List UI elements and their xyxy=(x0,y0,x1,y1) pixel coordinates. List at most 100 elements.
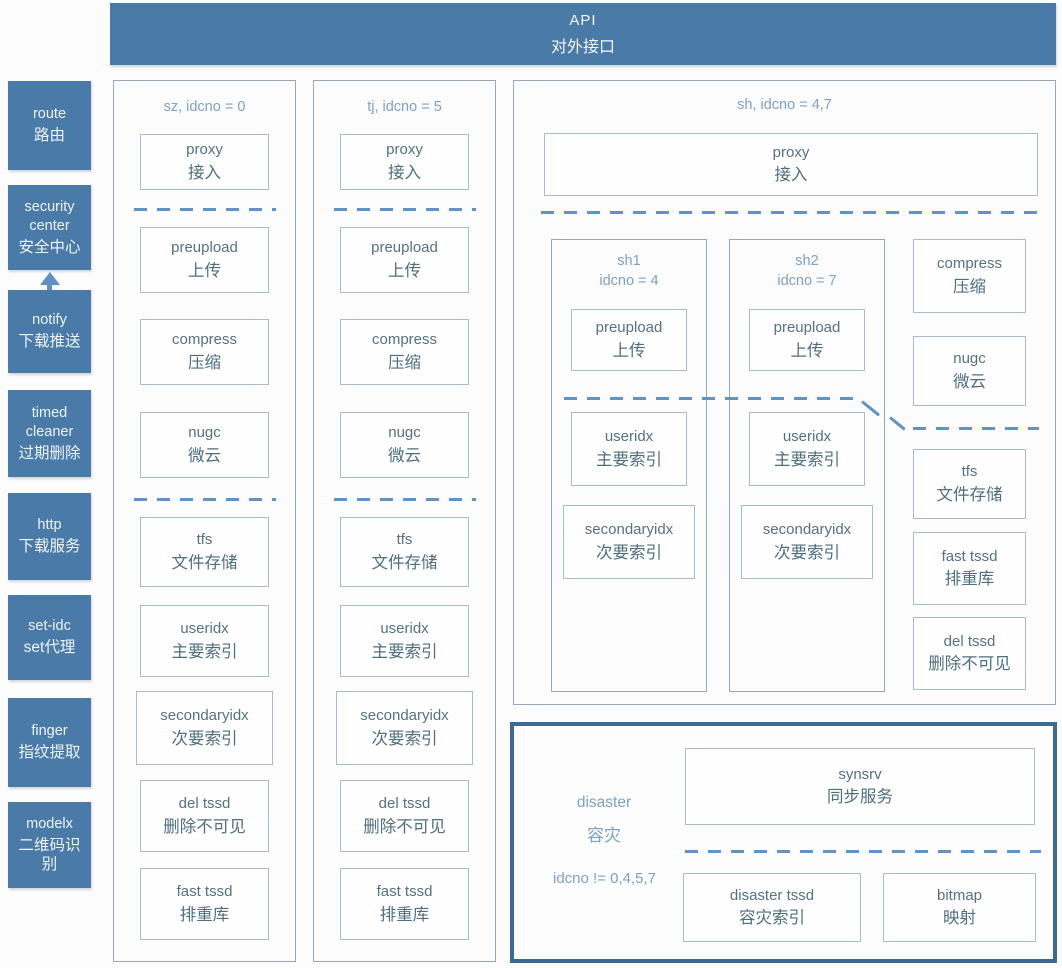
node-del-tssd: del tssd 删除不可见 xyxy=(913,617,1026,690)
node-label-en: compress xyxy=(936,255,1003,273)
node-label-zh: 文件存储 xyxy=(936,485,1003,504)
node-label-en: secondaryidx xyxy=(360,707,449,725)
node-label-zh: 主要索引 xyxy=(596,450,662,469)
sidebar-item-set-idc: set-idc set代理 xyxy=(8,595,91,680)
region-sh: sh, idcno = 4,7 proxy 接入 sh1 idcno = 4 p… xyxy=(513,80,1056,705)
node-label-en: fast tssd xyxy=(176,883,233,901)
node-label-en: tfs xyxy=(196,531,213,549)
column-tj-label: tj, idcno = 5 xyxy=(367,99,442,115)
sidebar-item-finger: finger 指纹提取 xyxy=(8,698,91,787)
node-label-zh: 同步服务 xyxy=(827,788,893,807)
node-label-en: synsrv xyxy=(838,765,882,783)
node-label-zh: 次要索引 xyxy=(596,543,662,562)
node-label-en: del tssd xyxy=(378,795,431,813)
node-label-en: preupload xyxy=(171,239,238,257)
node-label-en: compress xyxy=(371,331,438,349)
dashed-divider xyxy=(133,498,276,501)
node-useridx: useridx 主要索引 xyxy=(340,605,469,677)
arrow-up-stem xyxy=(47,284,52,290)
sidebar-label-en: modelx xyxy=(26,816,73,833)
group-sh1: sh1 idcno = 4 preupload 上传 useridx 主要索引 … xyxy=(551,239,707,692)
dashed-divider xyxy=(133,208,276,211)
node-label-en: secondaryidx xyxy=(160,707,249,725)
node-proxy: proxy 接入 xyxy=(340,134,469,190)
node-label-zh: 容灾索引 xyxy=(739,909,805,928)
node-label-zh: 压缩 xyxy=(188,353,221,372)
node-compress: compress 压缩 xyxy=(340,319,469,385)
node-label-en: nugc xyxy=(188,424,221,442)
node-nugc: nugc 微云 xyxy=(140,412,269,478)
node-fast-tssd: fast tssd 排重库 xyxy=(340,868,469,940)
dashed-divider xyxy=(333,208,476,211)
node-label-zh: 删除不可见 xyxy=(163,817,246,836)
region-disaster: disaster 容灾 idcno != 0,4,5,7 synsrv 同步服务… xyxy=(510,722,1057,963)
node-disaster-tssd: disaster tssd 容灾索引 xyxy=(683,873,861,942)
group-sh1-idc: idcno = 4 xyxy=(599,273,659,289)
sidebar-label-en: security center xyxy=(24,198,75,234)
node-label-zh: 接入 xyxy=(188,163,221,182)
group-sh2-name: sh2 xyxy=(795,253,819,269)
node-label-zh: 微云 xyxy=(188,446,221,465)
node-label-en: proxy xyxy=(386,141,423,159)
sidebar-label-zh: set代理 xyxy=(23,639,76,657)
node-label-zh: 接入 xyxy=(774,166,808,185)
node-proxy: proxy 接入 xyxy=(140,134,269,190)
node-label-zh: 删除不可见 xyxy=(928,655,1011,674)
node-label-zh: 上传 xyxy=(790,341,824,360)
node-label-en: fast tssd xyxy=(941,547,998,565)
api-title-zh: 对外接口 xyxy=(550,38,615,56)
sidebar-label-en: notify xyxy=(32,312,67,329)
node-label-zh: 排重库 xyxy=(944,570,995,589)
node-useridx: useridx 主要索引 xyxy=(571,412,687,486)
sidebar-item-security-center: security center 安全中心 xyxy=(8,185,91,270)
region-sh-label: sh, idcno = 4,7 xyxy=(737,97,832,113)
sidebar-item-timed-cleaner: timed cleaner 过期删除 xyxy=(8,390,91,477)
node-label-en: tfs xyxy=(396,531,413,549)
node-preupload: preupload 上传 xyxy=(140,227,269,293)
node-label-zh: 次要索引 xyxy=(371,729,438,748)
sidebar-label-zh: 指纹提取 xyxy=(18,744,81,762)
node-label-zh: 次要索引 xyxy=(774,543,840,562)
node-tfs: tfs 文件存储 xyxy=(913,449,1026,519)
sidebar-label-zh: 过期删除 xyxy=(18,444,81,462)
sidebar-item-modelx: modelx 二维码识别 xyxy=(8,802,91,888)
sidebar-label-zh: 二维码识别 xyxy=(18,837,81,874)
group-sh1-name: sh1 xyxy=(617,253,641,269)
sidebar-label-en: finger xyxy=(31,723,68,740)
node-synsrv: synsrv 同步服务 xyxy=(685,748,1035,825)
node-label-zh: 排重库 xyxy=(179,905,230,924)
node-label-en: compress xyxy=(171,331,238,349)
dashed-divider xyxy=(541,211,1041,214)
node-label-en: useridx xyxy=(380,620,429,638)
arrow-up-icon xyxy=(40,272,60,285)
node-label-en: useridx xyxy=(782,428,832,446)
dashed-connector-bend xyxy=(889,416,906,431)
node-label-zh: 微云 xyxy=(953,372,986,391)
sidebar-label-en: set-idc xyxy=(28,618,71,635)
node-preupload: preupload 上传 xyxy=(340,227,469,293)
node-label-en: disaster tssd xyxy=(729,886,815,904)
group-sh2-idc: idcno = 7 xyxy=(777,273,837,289)
node-label-zh: 压缩 xyxy=(388,353,421,372)
node-label-zh: 上传 xyxy=(612,341,646,360)
node-label-en: tfs xyxy=(961,463,978,481)
node-label-en: fast tssd xyxy=(376,883,433,901)
node-label-en: preupload xyxy=(773,319,841,337)
node-secondaryidx: secondaryidx 次要索引 xyxy=(741,505,873,579)
node-label-en: useridx xyxy=(604,428,654,446)
node-label-zh: 删除不可见 xyxy=(363,817,446,836)
node-label-en: proxy xyxy=(772,143,810,161)
node-useridx: useridx 主要索引 xyxy=(140,605,269,677)
node-label-zh: 主要索引 xyxy=(171,642,238,661)
column-sz: sz, idcno = 0 proxy 接入 preupload 上传 comp… xyxy=(113,80,296,962)
sidebar-item-http: http 下载服务 xyxy=(8,493,91,580)
node-label-en: del tssd xyxy=(178,795,231,813)
node-label-en: bitmap xyxy=(936,886,983,904)
node-tfs: tfs 文件存储 xyxy=(340,517,469,587)
disaster-label-zh: 容灾 xyxy=(587,826,621,845)
dashed-connector xyxy=(564,397,859,400)
node-compress: compress 压缩 xyxy=(140,319,269,385)
column-tj: tj, idcno = 5 proxy 接入 preupload 上传 comp… xyxy=(313,80,496,962)
node-fast-tssd: fast tssd 排重库 xyxy=(140,868,269,940)
